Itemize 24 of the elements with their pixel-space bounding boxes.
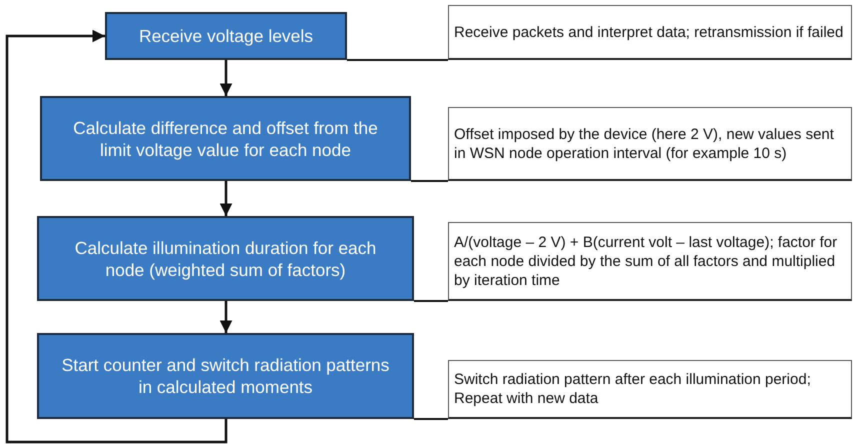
- node-text: Receive packets and interpret data; retransmission if failed: [454, 22, 844, 42]
- node-text: Start counter and switch radiation patterns in calculated moments: [60, 354, 390, 398]
- connector-line: [347, 59, 448, 61]
- node-text: Calculate difference and offset from the limit voltage value for each node: [72, 116, 379, 160]
- arrow: [220, 181, 232, 216]
- arrow: [220, 60, 232, 96]
- connector-line: [414, 300, 448, 302]
- node-text: Switch radiation pattern after each illumination period; Repeat with new data: [454, 370, 812, 408]
- process-box: [105, 12, 347, 60]
- process-box: [40, 96, 411, 181]
- connector-line: [414, 418, 448, 420]
- connector-line: [411, 180, 448, 182]
- process-box: [37, 216, 414, 301]
- note-box: [448, 222, 852, 301]
- note-box: [448, 5, 852, 60]
- node-text: Calculate illumination duration for each node (weighted sum of factors): [74, 236, 378, 280]
- arrow: [6, 30, 228, 444]
- node-text: Offset imposed by the device (here 2 V), new values sent in WSN node operation interval (for example 10 s): [454, 124, 835, 162]
- note-box: [448, 107, 852, 181]
- arrow: [220, 301, 232, 333]
- node-text: A/(voltage – 2 V) + B(current volt – last voltage); factor for each node divided by the sum of all factors and multiplied by iteration time: [454, 232, 838, 290]
- process-box: [37, 333, 414, 419]
- node-text: Receive voltage levels: [138, 25, 314, 47]
- note-box: [448, 360, 852, 419]
